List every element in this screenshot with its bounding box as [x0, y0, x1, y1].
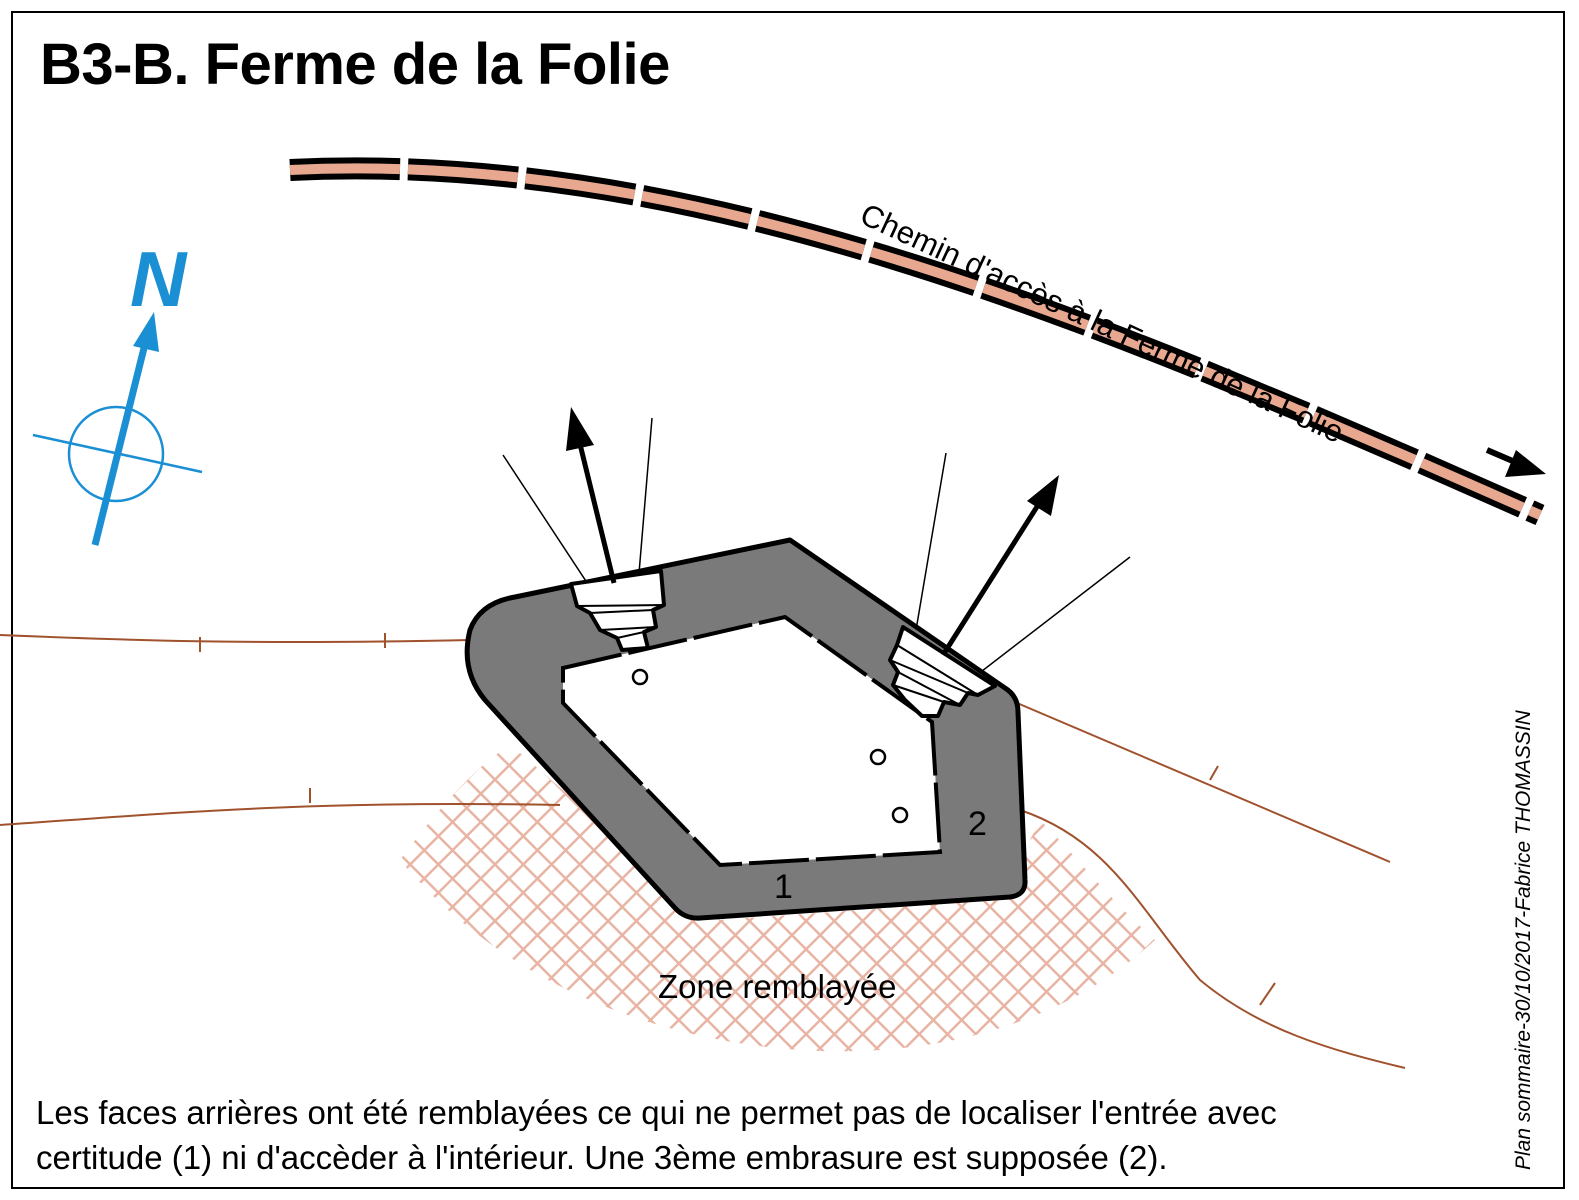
north-label: N: [130, 235, 188, 323]
north-arrow-icon: [91, 312, 159, 546]
contour-lines: [0, 633, 1406, 1069]
contour-tick: [1259, 982, 1276, 1006]
bunker-interior: [561, 614, 943, 868]
contour-line-upper-right: [1009, 699, 1391, 863]
firing-direction-arrows: [566, 407, 1059, 657]
backfill-zone: [400, 745, 1155, 1052]
zone-label: Zone remblayée: [658, 968, 896, 1005]
contour-tick: [1209, 765, 1219, 781]
embrasure-northwest: [569, 569, 666, 652]
caption: Les faces arrières ont été remblayées ce…: [36, 1090, 1496, 1180]
diagram-title: B3-B. Ferme de la Folie: [40, 32, 670, 97]
caption-line-2: certitude (1) ni d'accèder à l'intérieur…: [36, 1139, 1168, 1176]
road-label: Chemin d'accès à la Ferme de la Folie: [855, 197, 1349, 450]
post-marker: [631, 668, 649, 686]
embrasure-northeast: [888, 625, 997, 718]
compass-circle-icon: [32, 405, 203, 503]
marker-2: 2: [968, 805, 987, 843]
interior-posts: [631, 668, 909, 824]
diagram-frame: [11, 11, 1565, 1189]
post-marker: [891, 806, 909, 824]
contour-line-upper-left: [0, 634, 471, 644]
post-marker: [869, 748, 887, 766]
access-road: [289, 157, 1545, 526]
caption-line-1: Les faces arrières ont été remblayées ce…: [36, 1094, 1277, 1131]
marker-1: 1: [774, 868, 793, 906]
author-credit: Plan sommaire-30/10/2017-Fabrice THOMASS…: [1512, 710, 1535, 1170]
contour-line-lower-left: [0, 803, 561, 826]
contour-line-lower-right: [1019, 809, 1406, 1069]
direction-arrow-icon: [1485, 447, 1546, 477]
